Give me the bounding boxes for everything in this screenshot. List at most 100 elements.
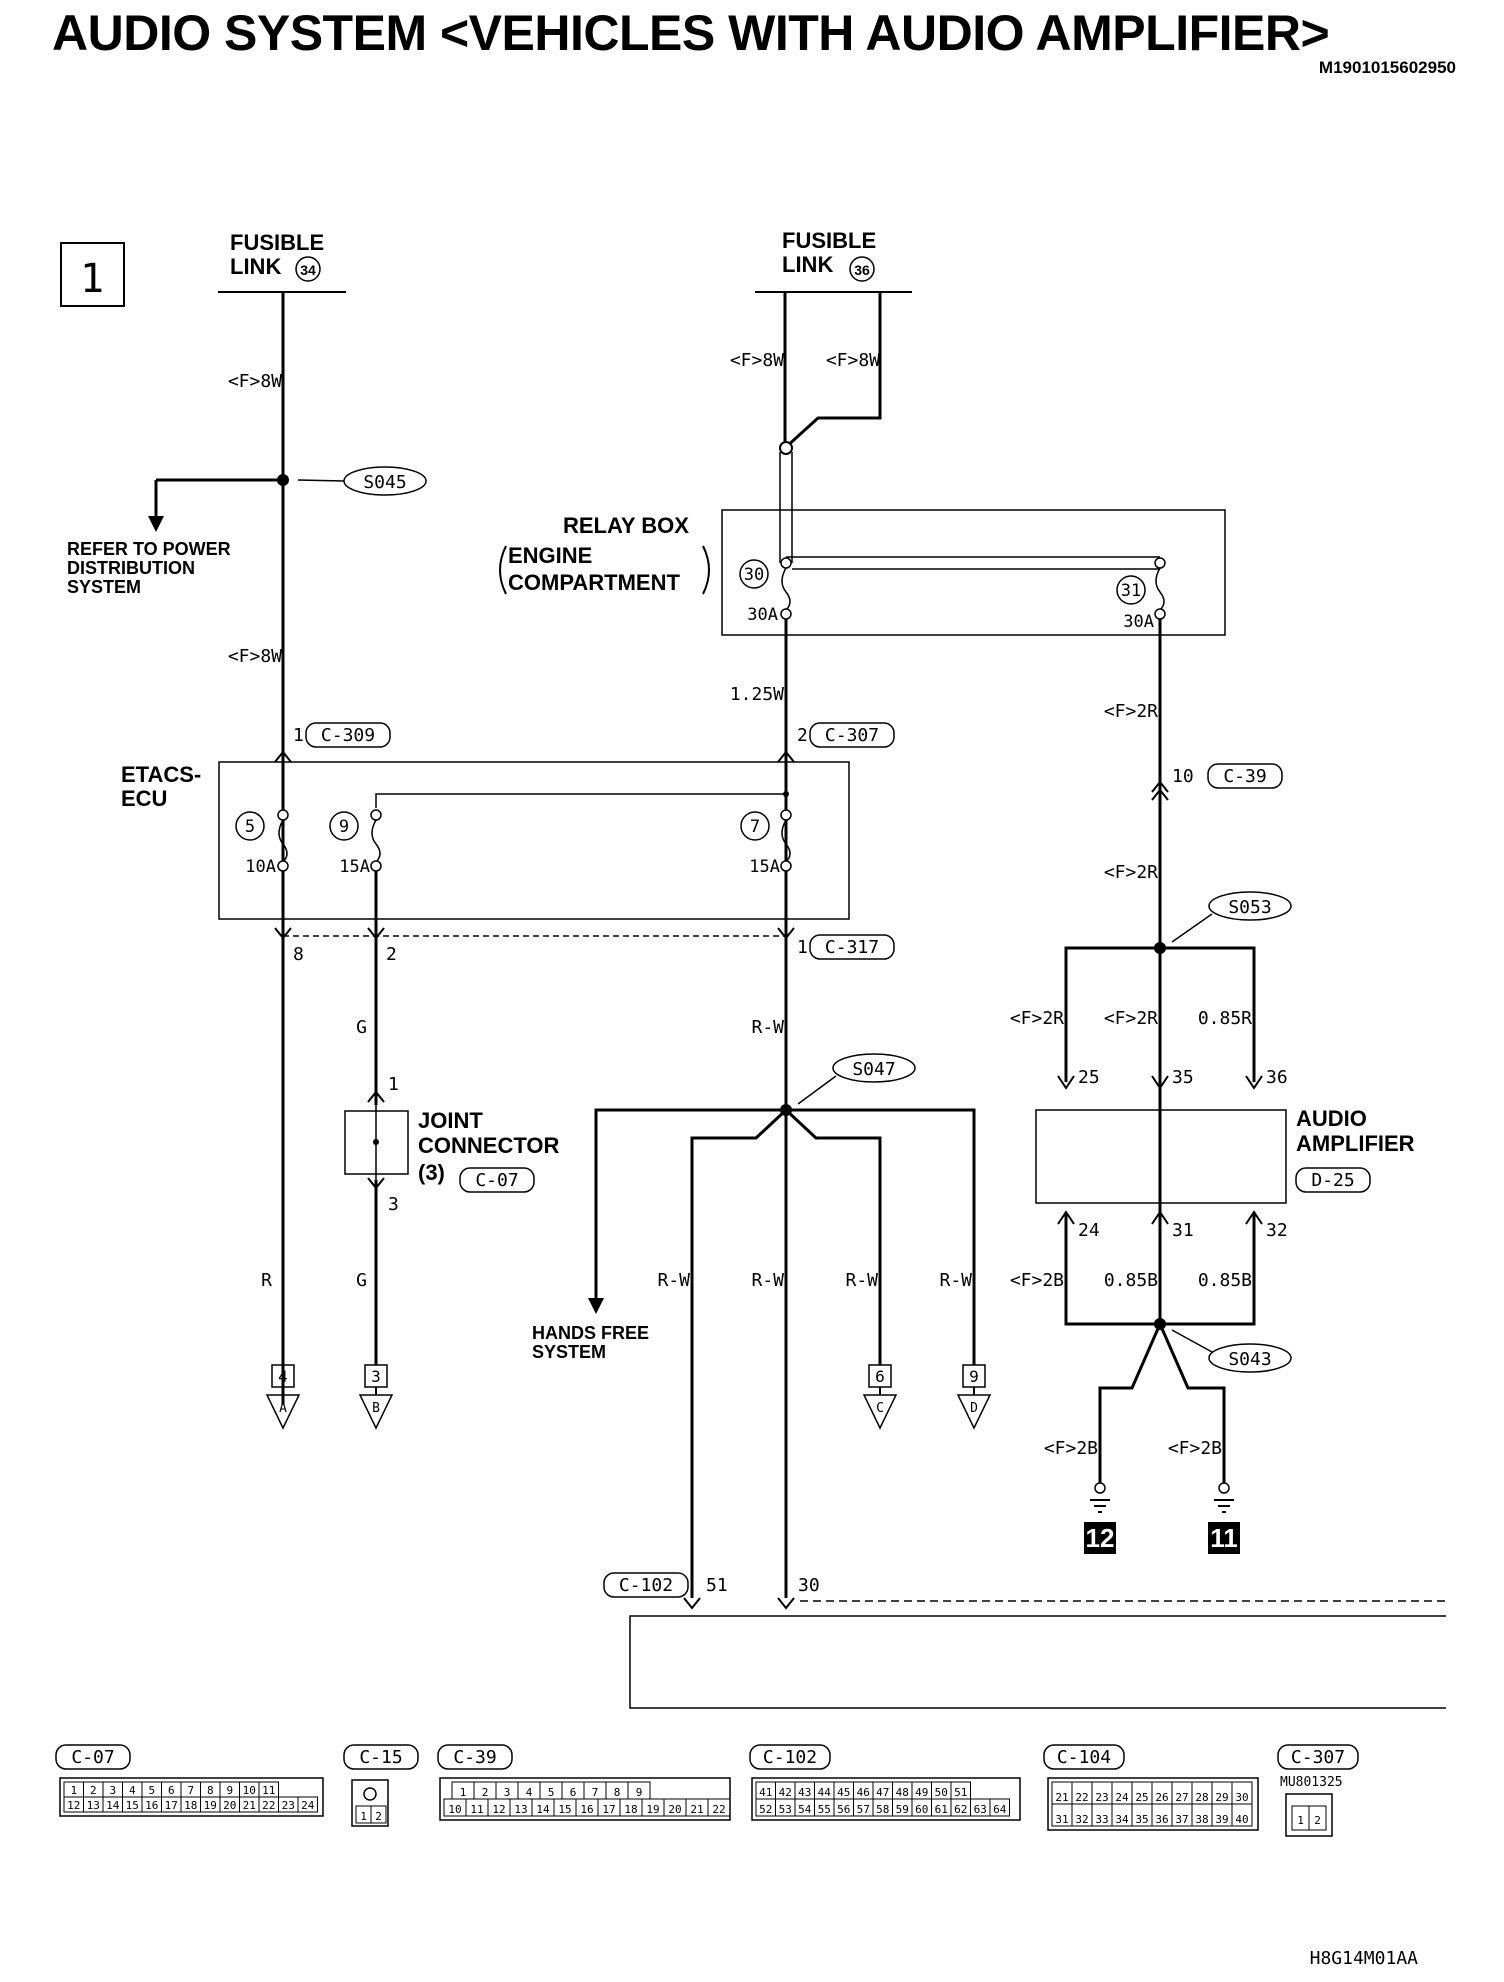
relay-fuse-30-amp: 30A (747, 605, 778, 625)
connector-pin-label: 52 (759, 1803, 772, 1816)
arrow-c39-b (1151, 788, 1169, 801)
joint-connector-badge (459, 1167, 535, 1193)
fusible-link-34-label: FUSIBLE (230, 230, 324, 255)
etacs-fuse-9-bottom (370, 860, 382, 872)
connector-pin-label: 2 (375, 1810, 382, 1823)
refer-note-2: DISTRIBUTION (67, 558, 195, 578)
c102-id: C-102 (619, 1575, 673, 1596)
connector-pin-label: 10 (243, 1784, 256, 1797)
connector-pin-label: 22 (1075, 1791, 1088, 1804)
connector-pin-label: 8 (207, 1784, 214, 1797)
relay-box-paren-l (499, 545, 507, 595)
connector-pin-label: 5 (148, 1784, 155, 1797)
connector-pin-label: 6 (168, 1784, 175, 1797)
connector-pin-label: 8 (614, 1786, 621, 1799)
relay-fuse-30-top (780, 557, 792, 569)
etacs-fuse-7-amp: 15A (749, 857, 780, 877)
c309-id: C-309 (321, 725, 375, 746)
connector-pin-label: 47 (876, 1786, 889, 1799)
connector-pin-label: 35 (1135, 1813, 1148, 1826)
connector-pin-label: 19 (646, 1803, 659, 1816)
connector-pin-label: 32 (1075, 1813, 1088, 1826)
c317-id: C-317 (825, 937, 879, 958)
cv-c307-badge (1277, 1744, 1359, 1770)
connector-pin-label: 14 (106, 1799, 120, 1812)
fusible-link-34-num: 34 (300, 262, 316, 278)
connector-pin-label: 57 (857, 1803, 870, 1816)
etacs-fuse-7-marker (740, 811, 770, 841)
connector-pin-label: 18 (624, 1803, 637, 1816)
document-id: M1901015602950 (1318, 58, 1456, 77)
arrow-joint-top (367, 1090, 385, 1103)
etacs-fuse-7-top (780, 809, 792, 821)
c317-pin-8: 8 (293, 944, 304, 965)
wire-label-rw-3: R-W (751, 1270, 784, 1291)
wire-label-f2b-2: <F>2B (1044, 1438, 1098, 1459)
c39-id: C-39 (1223, 766, 1266, 787)
etacs-fuse-5-bottom (277, 860, 289, 872)
etacs-fuse-7-element (781, 819, 791, 863)
connector-pin (297, 1796, 318, 1813)
cv-c102-badge (749, 1744, 831, 1770)
etacs-fuse-5-element (278, 819, 288, 863)
svg-text:4: 4 (278, 1367, 288, 1386)
connector-pin-label: 25 (1135, 1791, 1148, 1804)
page-title: AUDIO SYSTEM <VEHICLES WITH AUDIO AMPLIF… (52, 5, 1330, 61)
connector-pin-label: 27 (1175, 1791, 1188, 1804)
fusible-link-34-label2: LINK (230, 254, 281, 279)
connector-pin-label: 45 (837, 1786, 850, 1799)
offpage-b: 3 B (358, 1364, 394, 1430)
svg-text:A: A (279, 1401, 287, 1416)
arrow-amp-36 (1245, 1075, 1263, 1090)
arrow-amp-24 (1057, 1210, 1075, 1225)
connector-pin-label: 50 (935, 1786, 948, 1799)
joint-connector-id: C-07 (475, 1170, 518, 1191)
wire-label-f2b-3: <F>2B (1168, 1438, 1222, 1459)
relay-fuse-31-marker (1116, 575, 1146, 605)
connector-pin-label: 9 (226, 1784, 233, 1797)
etacs-fuse-9-element (371, 819, 381, 863)
fusible-link-36-label: FUSIBLE (782, 228, 876, 253)
wire-label-g-2: G (356, 1270, 367, 1291)
connector-pin-label: 13 (87, 1799, 100, 1812)
connector-pin-label: 14 (536, 1803, 550, 1816)
amp-pin-31: 31 (1172, 1220, 1194, 1241)
c317-pin-1: 1 (797, 937, 808, 958)
connector-pin-label: 48 (896, 1786, 909, 1799)
c307-id: C-307 (825, 725, 879, 746)
connector-pin-label: 54 (798, 1803, 812, 1816)
splice-s045-label-oval (343, 466, 427, 496)
connector-pin-label: 41 (759, 1786, 772, 1799)
hands-free-1: HANDS FREE (532, 1323, 649, 1343)
joint-pin-top: 1 (388, 1074, 399, 1095)
connector-pin-label: 55 (818, 1803, 831, 1816)
amp-pin-24: 24 (1078, 1220, 1100, 1241)
connector-pin-label: 1 (70, 1784, 77, 1797)
refer-arrow (148, 516, 164, 532)
etacs-label-2: ECU (121, 786, 167, 811)
connector-pin-label: 21 (1055, 1791, 1068, 1804)
connector-pin-label: 49 (915, 1786, 928, 1799)
connector-pin-label: 34 (1115, 1813, 1129, 1826)
wire-label-rw-5: R-W (939, 1270, 972, 1291)
connector-pin-label: 61 (935, 1803, 948, 1816)
relay-fuse-30-element (781, 567, 791, 611)
connector-pin-label: 53 (779, 1803, 792, 1816)
connector-pin-label: 2 (482, 1786, 489, 1799)
connector-pin-label: 15 (126, 1799, 139, 1812)
wire-label-f8w-4: <F>8W (826, 350, 880, 371)
connector-pin-label: 5 (548, 1786, 555, 1799)
connector-pin-label: 16 (580, 1803, 593, 1816)
wire-label-085b-1: 0.85B (1104, 1270, 1158, 1291)
connector-pin-label: 2 (1314, 1814, 1321, 1827)
wire-label-rw-4: R-W (845, 1270, 878, 1291)
ground-branch-11 (1158, 1323, 1226, 1484)
connector-pin-label: 44 (818, 1786, 832, 1799)
splice-s047-label: S047 (852, 1059, 895, 1080)
connector-pin (1308, 1805, 1327, 1831)
connector-pin-label: 28 (1195, 1791, 1208, 1804)
audio-amplifier-box (1035, 1109, 1287, 1204)
